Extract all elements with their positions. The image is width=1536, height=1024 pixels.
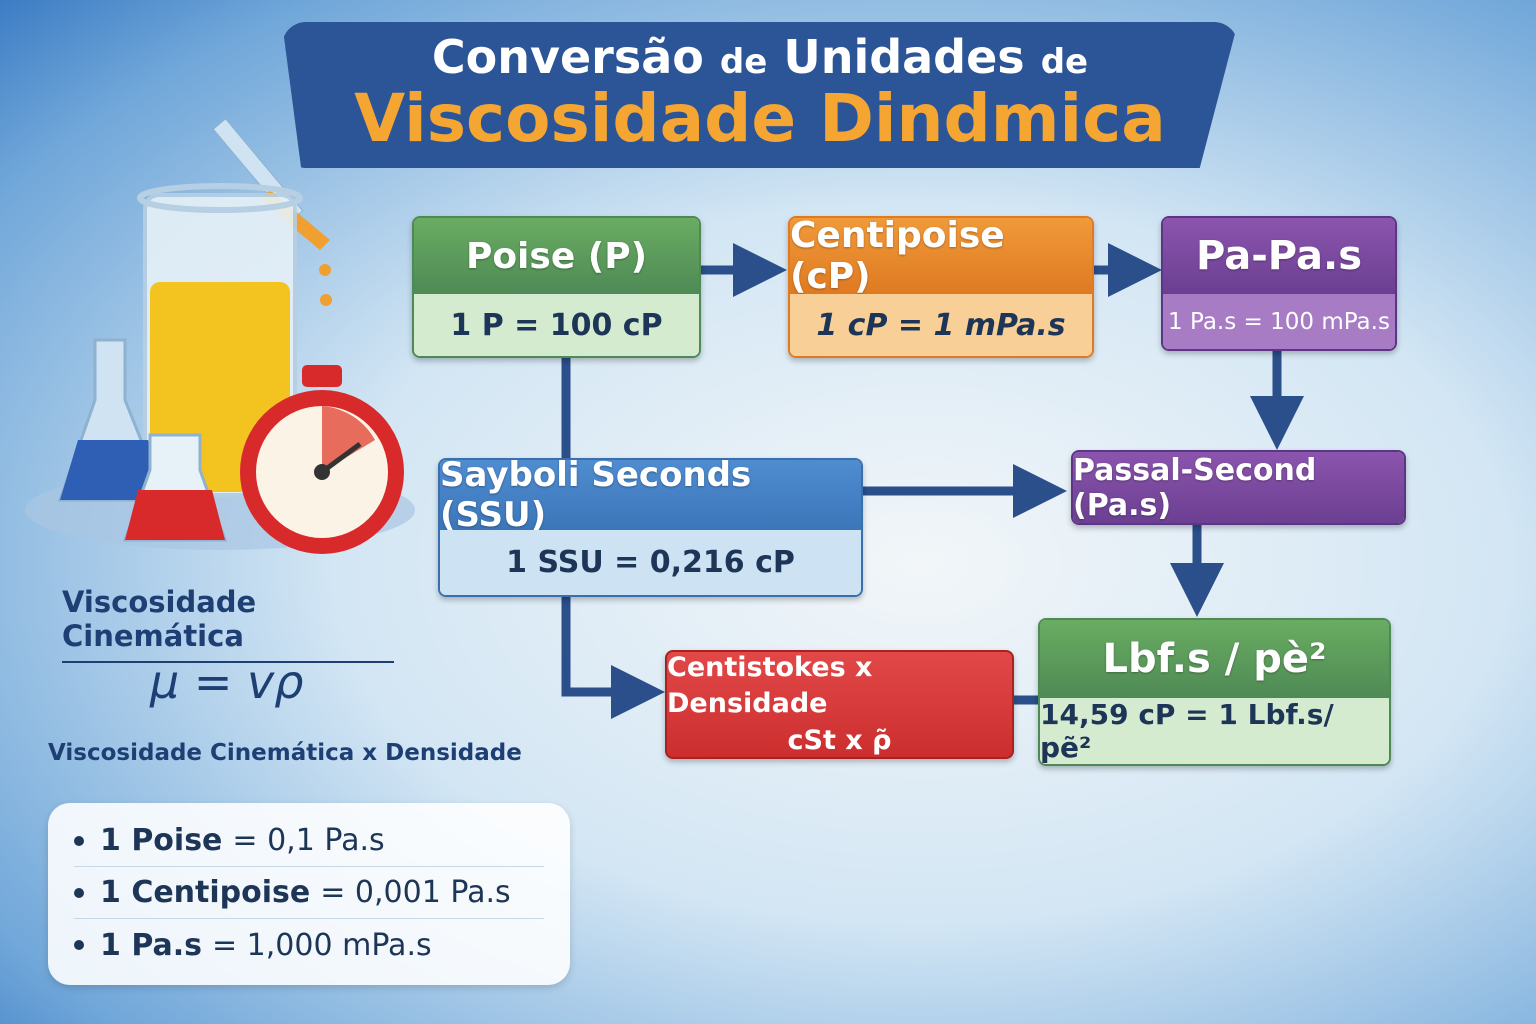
passal-title: Passal-Second (Pa.s) xyxy=(1073,452,1404,523)
papas-value: 1 Pa.s = 100 mPa.s xyxy=(1163,294,1395,349)
ssu-value: 1 SSU = 0,216 cP xyxy=(440,530,861,595)
centistokes-value: cSt x ρ̃ xyxy=(787,724,892,756)
lab-illustration xyxy=(25,118,415,554)
bullet-icon xyxy=(74,835,84,846)
ssu-box: Sayboli Seconds (SSU) 1 SSU = 0,216 cP xyxy=(438,458,863,597)
bullet-icon xyxy=(74,887,84,898)
lbf-title: Lbf.s / pè² xyxy=(1040,620,1389,698)
papas-title: Pa-Pa.s xyxy=(1163,218,1395,294)
facts-card: 1 Poise= 0,1 Pa.s 1 Centipoise= 0,001 Pa… xyxy=(48,803,570,985)
centistokes-box: Centistokes x Densidade cSt x ρ̃ xyxy=(665,650,1014,759)
fact-item: 1 Centipoise= 0,001 Pa.s xyxy=(74,867,544,919)
centipoise-value: 1 cP = 1 mPa.s xyxy=(790,294,1092,356)
centipoise-title: Centipoise (cP) xyxy=(790,218,1092,297)
bullet-icon xyxy=(74,940,84,950)
red-flask-icon xyxy=(122,433,228,542)
centipoise-box: Centipoise (cP) 1 cP = 1 mPa.s xyxy=(788,216,1094,358)
title-banner xyxy=(282,22,1238,168)
formula: μ = vρ xyxy=(150,655,304,709)
papas-box: Pa-Pa.s 1 Pa.s = 100 mPa.s xyxy=(1161,216,1397,351)
passal-box: Passal-Second (Pa.s) xyxy=(1071,450,1406,525)
title-line-2: Viscosidade Dindmica xyxy=(354,80,1166,157)
ssu-title: Sayboli Seconds (SSU) xyxy=(440,460,861,535)
lbf-box: Lbf.s / pè² 14,59 cP = 1 Lbf.s/ pẽ² xyxy=(1038,618,1391,766)
fact-item: 1 Pa.s= 1,000 mPa.s xyxy=(74,919,544,971)
arrow-ssu-centistokes xyxy=(561,596,665,719)
blue-flask-icon xyxy=(57,338,168,502)
stopwatch-icon xyxy=(240,365,404,554)
centistokes-title: Centistokes x Densidade xyxy=(667,651,873,720)
fact-item: 1 Poise= 0,1 Pa.s xyxy=(74,815,544,867)
lbf-value: 14,59 cP = 1 Lbf.s/ pẽ² xyxy=(1040,698,1389,764)
poise-box: Poise (P) 1 P = 100 cP xyxy=(412,216,701,358)
kinematic-title: Viscosidade Cinemática xyxy=(62,585,394,663)
poise-value: 1 P = 100 cP xyxy=(414,294,699,356)
title-line-1: Conversão de Unidades de xyxy=(431,30,1089,84)
formula-label: Viscosidade Cinemática x Densidade xyxy=(48,740,522,766)
poise-title: Poise (P) xyxy=(414,218,699,294)
